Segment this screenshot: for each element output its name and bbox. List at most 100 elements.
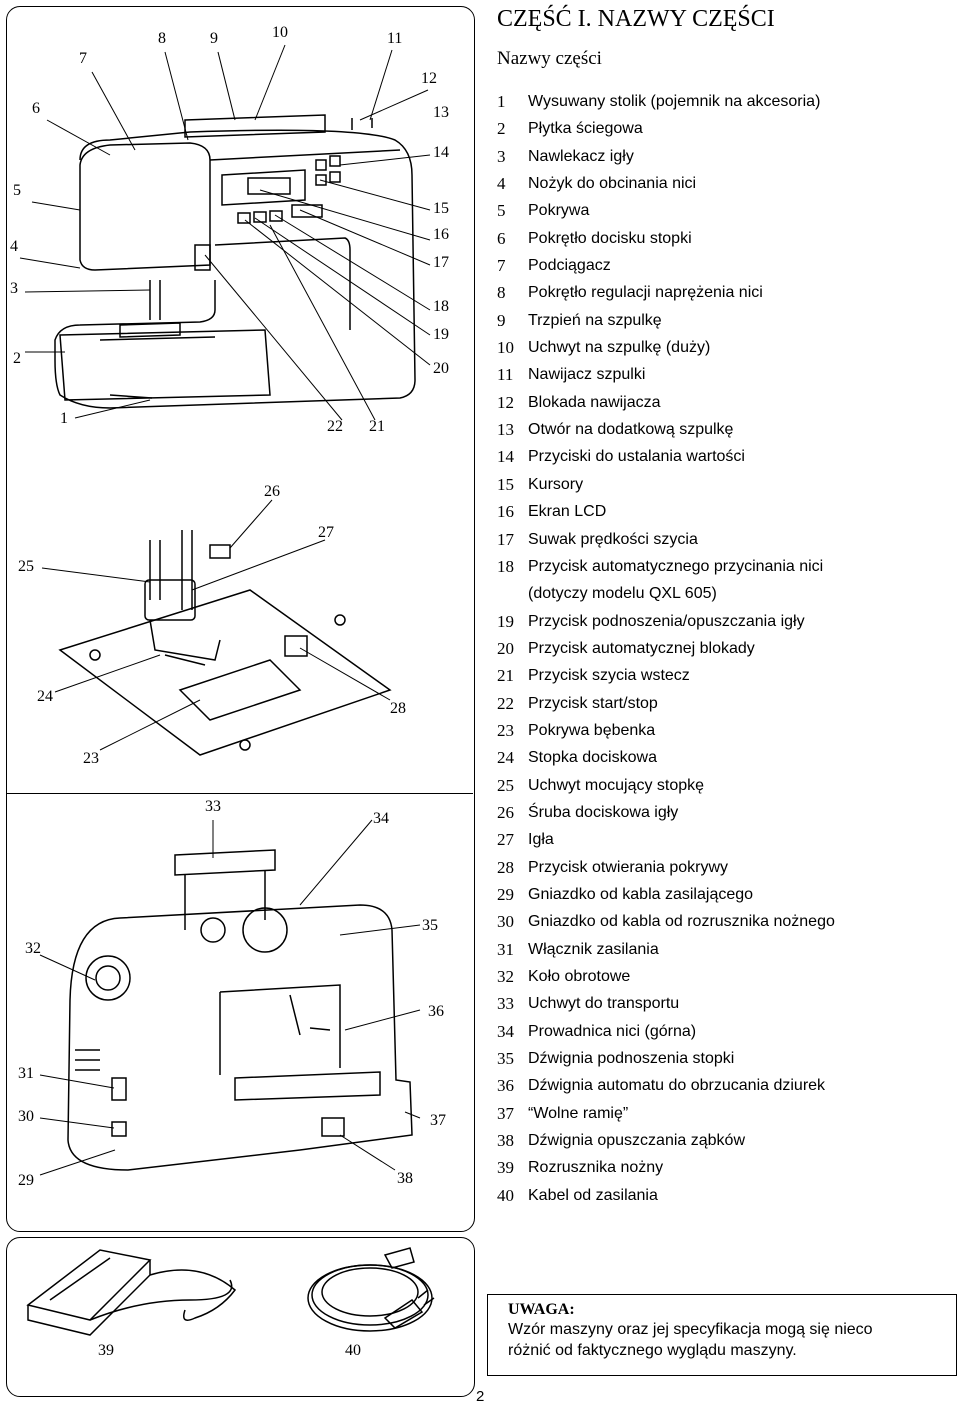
part-number: 13 [497,420,514,440]
note-title: UWAGA: [508,1301,575,1318]
leader-lines [19,44,431,1176]
part-label: Płytka ściegowa [528,120,643,138]
part-number: 1 [497,92,506,111]
callout-6: 6 [32,100,40,117]
part-number: 33 [497,994,514,1014]
part-number: 7 [497,256,506,276]
part-label: Wysuwany stolik (pojemnik na akcesoria) [528,93,821,110]
callout-16: 16 [433,226,449,243]
part-label: Nawlekacz igły [528,147,634,165]
callout-39: 39 [98,1342,114,1359]
parts-list: 1 Wysuwany stolik (pojemnik na akcesoria)… [497,88,835,1209]
part-label: Przycisk otwierania pokrywy [528,858,729,876]
callout-10: 10 [272,24,288,41]
callout-32: 32 [25,940,41,957]
callout-1: 1 [60,410,68,427]
list-item: 39 Rozrusznika nożny [497,1154,835,1181]
part-label: Rozrusznika nożny [528,1159,664,1177]
callout-12: 12 [421,70,437,87]
part-number: 34 [497,1021,514,1041]
part-label: Koło obrotowe [528,968,631,985]
list-item: 5 Pokrywa [497,197,835,224]
part-label: Stopka dociskowa [528,749,657,767]
part-number: 22 [497,693,514,713]
callout-15: 15 [433,200,449,217]
part-number: 16 [497,502,514,522]
part-number: 37 [497,1103,514,1123]
callout-31: 31 [18,1065,34,1082]
part-label: Pokrętło regulacji naprężenia nici [528,284,763,302]
part-label: Dźwignia podnoszenia stopki [528,1050,735,1068]
part-label: Otwór na dodatkową szpulkę [528,421,734,439]
figure-frame [6,6,475,1232]
list-item: 18 Przycisk automatycznego przycinania ni… [497,553,835,580]
part-label: Śruba dociskowa igły [528,803,679,821]
part-label: Dźwignia opuszczania ząbków [528,1132,745,1150]
list-item: 28 Przycisk otwierania pokrywy [497,854,835,881]
needle-area-closeup [58,530,392,756]
part-number: 38 [497,1131,514,1151]
part-label: “Wolne ramię” [528,1104,629,1122]
note-line-1: Wzór maszyny oraz jej specyfikacja mogą … [508,1321,873,1338]
part-label: Pokrętło docisku stopki [528,229,692,247]
callout-29: 29 [18,1172,34,1189]
callout-14: 14 [433,144,449,161]
callout-18: 18 [433,298,449,315]
part-label: Dźwignia automatu do obrzucania dziurek [528,1077,826,1095]
part-label: Pokrywa bębenka [528,721,656,739]
callout-25: 25 [18,558,34,575]
part-number: 10 [497,338,514,358]
part-number: 24 [497,748,514,768]
callout-40: 40 [345,1342,361,1359]
part-number: 39 [497,1158,514,1178]
list-item: 36 Dźwignia automatu do obrzucania dziure… [497,1072,835,1099]
part-label: Przycisk start/stop [528,694,658,712]
part-number: 9 [497,310,506,330]
list-item: 16 Ekran LCD [497,498,835,525]
part-label: Ekran LCD [528,503,607,521]
figure-divider [6,793,473,794]
callout-36: 36 [428,1003,444,1020]
callout-3: 3 [10,280,18,297]
part-number: 35 [497,1049,514,1069]
callout-5: 5 [13,182,21,199]
part-number: 20 [497,638,514,658]
part-number: 11 [497,365,514,385]
callout-37: 37 [430,1112,446,1129]
part-label: Pokrywa [528,202,590,220]
part-number: 36 [497,1076,514,1096]
part-number: 25 [497,775,514,795]
callout-35: 35 [422,917,438,934]
list-item: 24 Stopka dociskowa [497,744,835,771]
part-number: 4 [497,174,506,194]
part-number: 28 [497,857,514,877]
callout-28: 28 [390,700,406,717]
part-number: 30 [497,912,514,932]
part-number: 18 [497,556,514,576]
list-item: 38 Dźwignia opuszczania ząbków [497,1127,835,1154]
part-number: 21 [497,666,514,686]
part-number: 14 [497,447,514,467]
callout-33: 33 [205,798,221,815]
part-number: 5 [497,201,506,221]
part-label: Prowadnica nici (górna) [528,1022,697,1040]
part-label: Blokada nawijacza [528,393,661,411]
power-cord-drawing [307,1247,435,1332]
part-label: Kursory [528,475,584,493]
list-item: 13 Otwór na dodatkową szpulkę [497,416,835,443]
part-label: Przycisk automatycznego przycinania nici [528,557,824,575]
callout-13: 13 [433,104,449,121]
